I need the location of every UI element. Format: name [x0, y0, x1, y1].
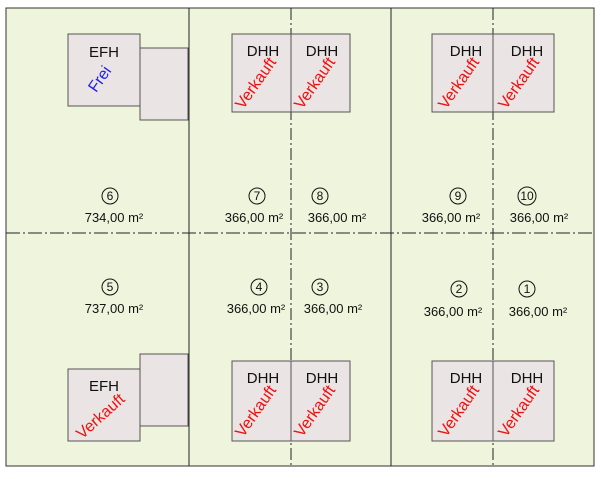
house-6-box	[67, 368, 141, 442]
house-4-type: DHH	[450, 43, 483, 60]
plot-8-area: 366,00 m²	[308, 210, 367, 225]
plot-5-circle	[101, 278, 119, 296]
house-1-box	[67, 33, 141, 107]
plot-6-number: 6	[107, 189, 114, 203]
plot-6-area: 734,00 m²	[85, 210, 144, 225]
house-9-type: DHH	[450, 370, 483, 387]
plot-10-number: 10	[520, 189, 534, 203]
house-10-type: DHH	[511, 370, 544, 387]
plot-3-circle	[311, 278, 329, 296]
house-5-box	[492, 33, 555, 113]
efh-annex-top	[139, 47, 189, 121]
efh-annex-bottom	[139, 353, 189, 427]
house-10-box	[492, 360, 555, 442]
plot-4-area: 366,00 m²	[227, 301, 286, 316]
house-1-type: EFH	[89, 44, 119, 61]
plot-5-area: 737,00 m²	[85, 301, 144, 316]
plot-10-area: 366,00 m²	[510, 210, 569, 225]
plot-9-number: 9	[455, 189, 462, 203]
plot-9-area: 366,00 m²	[422, 210, 481, 225]
plot-7-number: 7	[254, 189, 261, 203]
plot-2-number: 2	[456, 282, 463, 296]
plot-8-number: 8	[317, 189, 324, 203]
plot-10-circle	[517, 186, 537, 206]
house-8-type: DHH	[306, 370, 339, 387]
house-5-type: DHH	[511, 43, 544, 60]
plot-3-number: 3	[317, 280, 324, 294]
plot-4-number: 4	[256, 280, 263, 294]
house-2-type: DHH	[247, 43, 280, 60]
house-3-type: DHH	[306, 43, 339, 60]
house-7-type: DHH	[247, 370, 280, 387]
house-9-box	[431, 360, 494, 442]
house-4-box	[431, 33, 494, 113]
plot-8-circle	[311, 187, 329, 205]
plot-4-circle	[250, 278, 268, 296]
plot-1-area: 366,00 m²	[509, 304, 568, 319]
plot-7-area: 366,00 m²	[225, 210, 284, 225]
plot-9-circle	[449, 187, 467, 205]
plot-1-circle	[518, 280, 536, 298]
plot-1-number: 1	[524, 282, 531, 296]
plot-3-area: 366,00 m²	[304, 301, 363, 316]
house-8-box	[290, 360, 351, 442]
plot-2-area: 366,00 m²	[424, 304, 483, 319]
house-7-box	[231, 360, 292, 442]
house-6-type: EFH	[89, 378, 119, 395]
plot-6-circle	[101, 187, 119, 205]
house-3-box	[290, 33, 351, 113]
plot-5-number: 5	[107, 280, 114, 294]
plot-2-circle	[450, 280, 468, 298]
plot-7-circle	[248, 187, 266, 205]
